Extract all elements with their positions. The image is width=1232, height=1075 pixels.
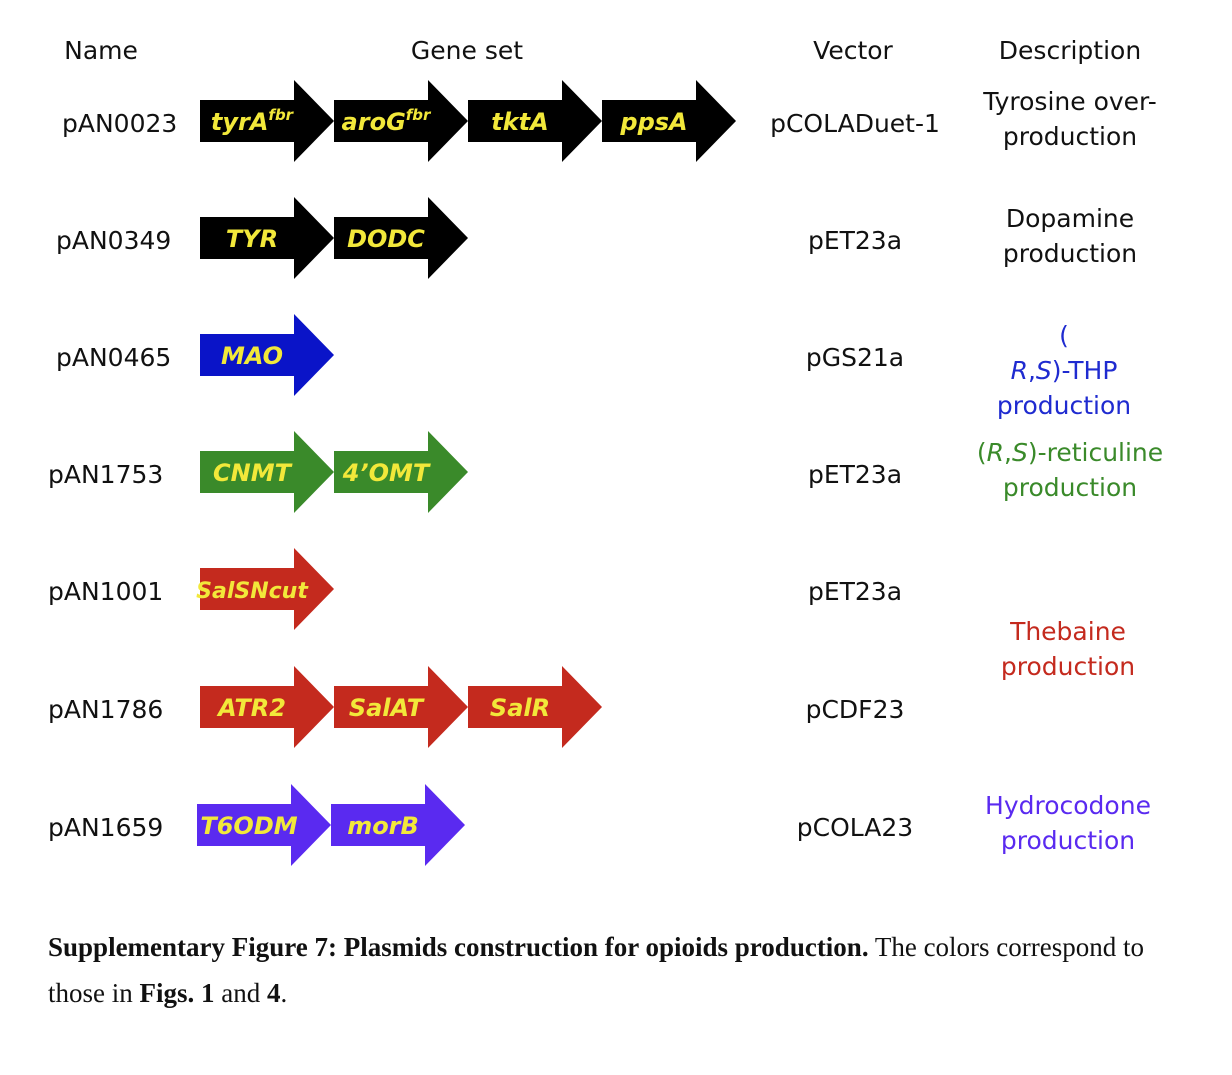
plasmid-row: pAN1659 T6ODM morB pCOLA23 Hydrocodone pr… (0, 780, 1232, 870)
description-line: Hydrocodone (985, 791, 1151, 820)
gene-label: SalAT (349, 694, 425, 722)
vector-name: pCDF23 (805, 695, 905, 724)
plasmid-row: pAN1001 SalSNcut pET23a (0, 544, 1232, 634)
gene-arrow (602, 80, 736, 162)
vector-name: pCOLA23 (796, 813, 914, 842)
figure-caption: Supplementary Figure 7: Plasmids constru… (48, 924, 1168, 1016)
plasmid-name: pAN0349 (56, 226, 172, 255)
gene-set: SalSNcut (196, 548, 334, 630)
gene-arrow (334, 80, 468, 162)
header-description: Description (998, 36, 1142, 65)
vector-name: pET23a (807, 226, 903, 255)
caption-bold-lead: Supplementary Figure 7: Plasmids constru… (48, 932, 869, 962)
header-name: Name (64, 36, 138, 65)
gene-label: MAO (221, 342, 283, 370)
gene-label: ppsA (619, 108, 687, 136)
plasmid-name: pAN1001 (48, 577, 164, 606)
description-line: production (1000, 826, 1136, 855)
gene-label: tktA (491, 108, 548, 136)
desc-text: ( (1059, 321, 1069, 350)
gene-label: T6ODM (200, 812, 297, 840)
desc-text: )-reticuline (1027, 438, 1164, 467)
gene-set: TYR DODC (200, 197, 468, 279)
gene-arrow (200, 548, 334, 630)
plasmid-name: pAN0023 (62, 109, 178, 138)
desc-italic: S (1035, 356, 1052, 385)
gene-label: SalR (490, 694, 550, 722)
description: Dopamine production (960, 201, 1180, 271)
gene-superscript: fbr (406, 106, 432, 124)
gene-superscript: fbr (268, 106, 294, 124)
vector-name: pET23a (807, 577, 903, 606)
gene-arrow (468, 666, 602, 748)
caption-text: . (280, 978, 288, 1008)
header-gene-set: Gene set (410, 36, 524, 65)
description: ( R,S)-THP production (954, 318, 1174, 423)
description: Tyrosine over- production (960, 84, 1180, 154)
desc-italic: R (986, 438, 1004, 467)
vector-name: pGS21a (805, 343, 905, 372)
gene-arrow (334, 197, 468, 279)
description-line: ( R,S)-THP (954, 318, 1174, 388)
desc-italic: R (1010, 356, 1028, 385)
gene-label: tyrAfbr (211, 106, 295, 136)
desc-italic: S (1011, 438, 1028, 467)
plasmid-name: pAN0465 (56, 343, 172, 372)
desc-text: )-THP (1051, 356, 1118, 385)
gene-arrow (197, 784, 331, 866)
description-line: Tyrosine over- (983, 87, 1157, 116)
gene-arrow (331, 784, 465, 866)
description-line: production (1002, 473, 1138, 502)
caption-text: and (214, 978, 267, 1008)
plasmid-row: pAN0349 TYR DODC pET23a Dopamine producti… (0, 193, 1232, 283)
caption-fig-4: 4 (267, 978, 281, 1008)
gene-arrow (200, 314, 334, 396)
description: (R,S)-reticuline production (960, 435, 1180, 505)
gene-arrow (334, 431, 468, 513)
gene-label: DODC (347, 225, 425, 253)
gene-label: SalSNcut (196, 579, 309, 604)
plasmid-row: pAN1786 ATR2 SalAT SalR pCDF23 (0, 662, 1232, 752)
description-line: production (1002, 122, 1138, 151)
description: Thebaine production (958, 614, 1178, 684)
desc-text: , (1003, 438, 1012, 467)
desc-text: ( (976, 438, 987, 467)
gene-arrow (200, 666, 334, 748)
gene-arrow (200, 197, 334, 279)
description-line: Thebaine (1010, 617, 1126, 646)
gene-set: MAO (200, 314, 334, 396)
vector-name: pET23a (807, 460, 903, 489)
gene-arrow (334, 666, 468, 748)
gene-label: CNMT (213, 459, 293, 487)
caption-figs: Figs. 1 (139, 978, 215, 1008)
gene-label: morB (347, 812, 419, 840)
plasmid-row: pAN1753 CNMT 4’OMT pET23a (R,S)-reticulin… (0, 427, 1232, 517)
plasmid-row: pAN0465 MAO pGS21a ( R,S)-THP production (0, 310, 1232, 420)
gene-set: T6ODM morB (197, 784, 465, 866)
vector-name: pCOLADuet-1 (770, 109, 940, 138)
gene-label: 4’OMT (342, 459, 431, 487)
description-line: production (996, 391, 1132, 420)
description: Hydrocodone production (958, 788, 1178, 858)
gene-arrow (200, 431, 334, 513)
caption-text: The colors correspond to those in (48, 932, 1145, 1008)
gene-arrow (468, 80, 602, 162)
plasmid-name: pAN1753 (48, 460, 164, 489)
gene-arrow (200, 80, 334, 162)
gene-label: TYR (226, 225, 278, 253)
description-line: production (1000, 652, 1136, 681)
gene-label: ATR2 (216, 694, 286, 722)
description-line: (R,S)-reticuline (960, 435, 1180, 470)
description-line: Dopamine (1005, 204, 1135, 233)
plasmid-name: pAN1786 (48, 695, 164, 724)
description-line: production (1002, 239, 1138, 268)
desc-text: , (1027, 356, 1036, 385)
header-vector: Vector (813, 36, 893, 65)
plasmid-name: pAN1659 (48, 813, 164, 842)
gene-set: CNMT 4’OMT (200, 431, 468, 513)
gene-set: ATR2 SalAT SalR (200, 666, 602, 748)
